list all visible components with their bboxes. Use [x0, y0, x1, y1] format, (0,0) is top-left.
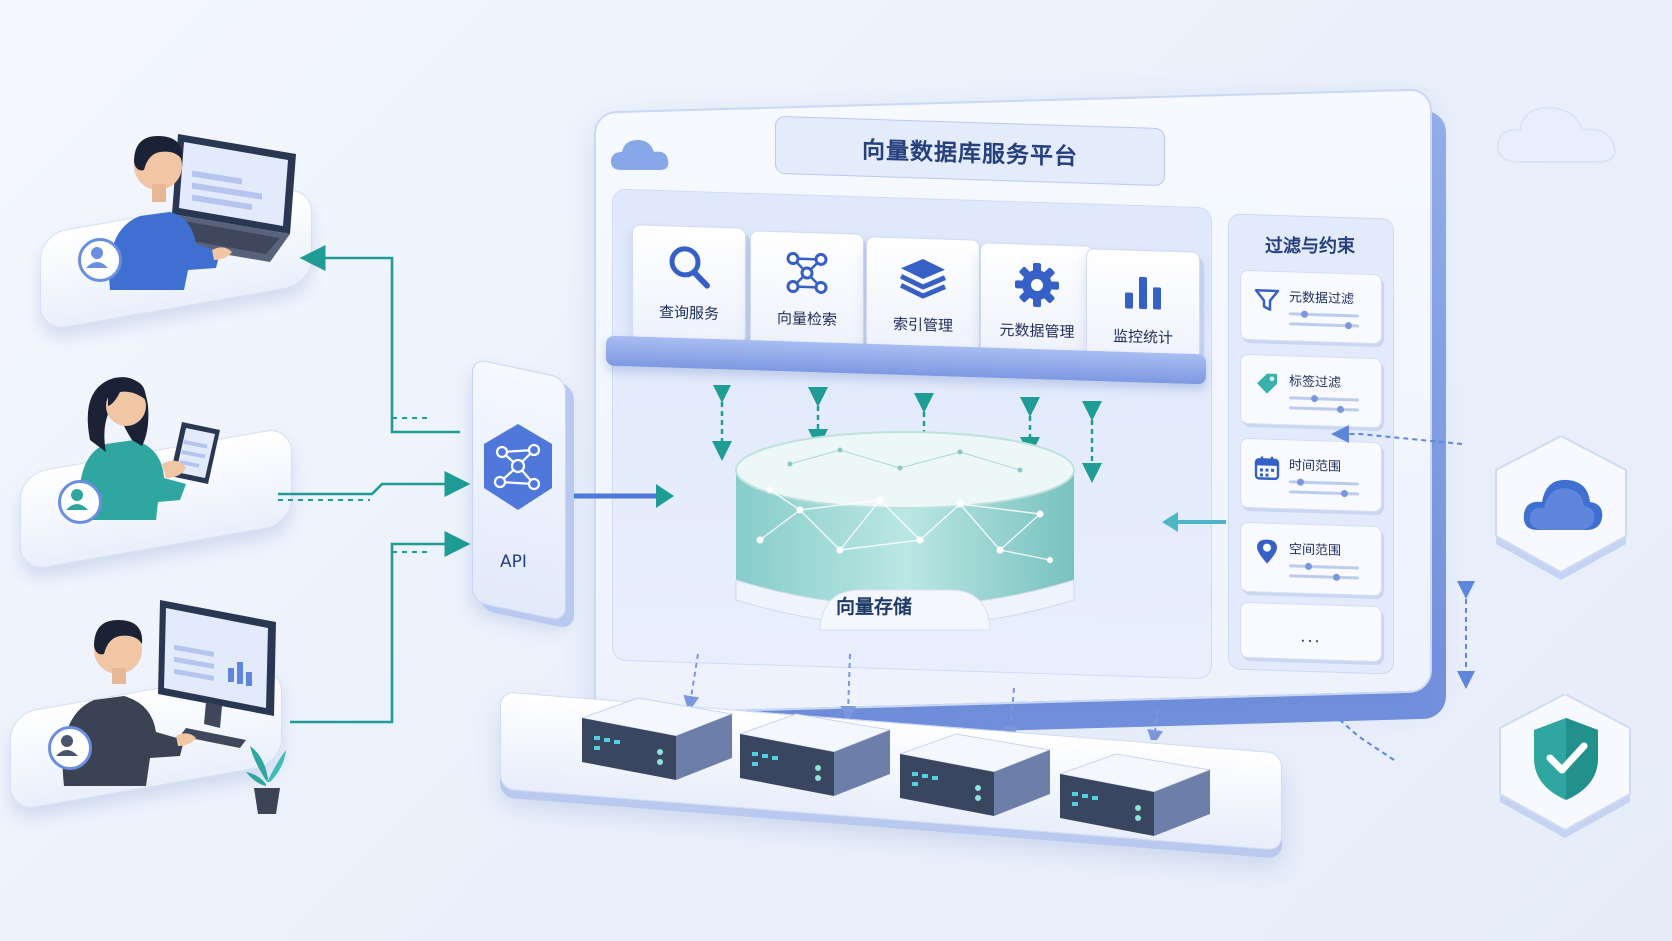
filter-to-storage-arrow — [1162, 512, 1226, 532]
api-label: API — [500, 552, 527, 572]
user-desktop-figure — [62, 600, 276, 786]
platform-server-connectors — [683, 653, 1164, 740]
module-query-service[interactable]: 查询服务 — [632, 224, 746, 344]
user-avatar-1 — [78, 238, 122, 282]
bar-chart-icon — [1125, 276, 1161, 310]
module-storage-connectors — [712, 385, 1102, 483]
cloud-icon — [1523, 479, 1603, 530]
user-avatar-2 — [58, 480, 102, 524]
graph-hexagon-icon — [484, 424, 552, 510]
layers-icon — [899, 259, 947, 299]
cloud-icon — [610, 140, 669, 170]
module-vector-retrieval[interactable]: 向量检索 — [750, 230, 864, 350]
user-laptop-figure — [109, 134, 296, 290]
security-tile — [1490, 692, 1640, 844]
module-monitoring-stats[interactable]: 监控统计 — [1086, 248, 1200, 368]
filter-tag[interactable]: 标签过滤 — [1240, 353, 1382, 429]
server-icon — [580, 697, 734, 780]
filter-title: 过滤与约束 — [1265, 236, 1355, 257]
module-index-management[interactable]: 索引管理 — [866, 236, 980, 356]
module-metadata-management[interactable]: 元数据管理 — [980, 242, 1094, 362]
user-avatar-3 — [48, 726, 92, 770]
tag-icon — [1257, 373, 1277, 394]
filter-spatial-range[interactable]: 空间范围 — [1240, 521, 1382, 597]
background-cloud-icon — [1496, 106, 1616, 163]
search-icon — [669, 246, 710, 289]
funnel-icon — [1254, 289, 1280, 311]
right-side-connectors — [1331, 425, 1475, 761]
server-icon — [898, 733, 1052, 816]
server-group — [580, 697, 1212, 836]
filter-metadata[interactable]: 元数据过滤 — [1240, 269, 1382, 345]
cloud-service-tile — [1486, 434, 1636, 586]
location-pin-icon — [1257, 539, 1277, 564]
filter-time-range[interactable]: 时间范围 — [1240, 437, 1382, 513]
user-avatar-icon — [66, 489, 88, 510]
network-nodes-icon — [786, 252, 828, 294]
user-avatar-icon — [86, 247, 108, 268]
server-icon — [738, 713, 892, 796]
user-avatar-icon — [56, 735, 78, 756]
storage-label: 向量存储 — [836, 596, 913, 618]
shield-check-icon — [1534, 718, 1598, 800]
calendar-icon — [1254, 456, 1280, 481]
plant-decoration — [246, 746, 286, 814]
server-icon — [1058, 753, 1212, 836]
user-tablet-figure — [79, 377, 220, 520]
gear-icon — [1015, 262, 1059, 308]
vector-storage-cylinder — [735, 431, 1075, 631]
